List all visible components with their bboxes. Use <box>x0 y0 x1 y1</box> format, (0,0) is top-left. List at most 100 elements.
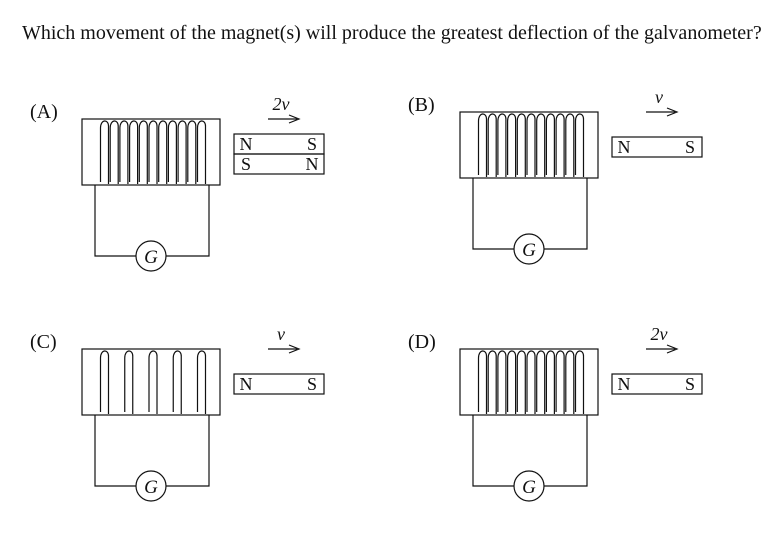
magnet-pole-right: N <box>306 154 319 174</box>
coil-turn <box>148 350 158 414</box>
coil-turn <box>545 350 555 414</box>
velocity-arrow-head <box>288 114 301 124</box>
circuit-wire-left <box>472 415 514 487</box>
coil-turn <box>138 120 148 184</box>
magnet-pole-left: N <box>618 137 631 157</box>
coil-turn <box>526 350 536 414</box>
coil-turn <box>555 350 565 414</box>
coil-turn <box>516 113 526 177</box>
coil-turn <box>526 113 536 177</box>
circuit-wire-left <box>472 178 514 250</box>
coil-turn <box>516 350 526 414</box>
magnet-pole-right: S <box>685 137 695 157</box>
circuit-wire-left <box>94 415 136 487</box>
coil-turn <box>177 120 187 184</box>
circuit-wire-right <box>166 415 210 487</box>
coil-windings <box>99 120 207 184</box>
circuit-wire-right <box>166 185 210 257</box>
option-label: (D) <box>408 331 436 353</box>
galvanometer <box>135 240 167 272</box>
coil-turn <box>536 113 546 177</box>
velocity-arrow <box>646 107 679 117</box>
coil-turn <box>124 350 134 414</box>
velocity-label: 2v <box>651 324 668 344</box>
magnet-pole-left: N <box>240 134 253 154</box>
velocity-arrow-head <box>666 344 679 354</box>
circuit-wire-right <box>544 415 588 487</box>
magnet-pole-right: S <box>307 134 317 154</box>
magnet-pole-left: S <box>241 154 251 174</box>
coil-turn <box>148 120 158 184</box>
magnet-pole-right: S <box>685 374 695 394</box>
coil-core <box>459 111 599 179</box>
circuit-wire-right <box>544 178 588 250</box>
coil-core <box>81 348 221 416</box>
coil-turn <box>167 120 177 184</box>
coil-core <box>81 118 221 186</box>
coil-turn <box>477 113 488 177</box>
coil-turn <box>196 350 207 414</box>
coil-turn <box>497 113 507 177</box>
coil-turn <box>507 350 517 414</box>
coil-turn <box>565 350 575 414</box>
coil-turn <box>545 113 555 177</box>
galvanometer <box>513 470 545 502</box>
velocity-arrow-head <box>666 107 679 117</box>
coil-turn <box>158 120 168 184</box>
circuit-wire-left <box>94 185 136 257</box>
coil-windings <box>477 350 585 414</box>
coil-turn <box>109 120 119 184</box>
coil-turn <box>565 113 575 177</box>
coil-turn <box>574 350 585 414</box>
coil-windings <box>477 113 585 177</box>
magnet-pole-right: S <box>307 374 317 394</box>
coil-turn <box>507 113 517 177</box>
coil-turn <box>555 113 565 177</box>
coil-turn <box>129 120 139 184</box>
coil-turn <box>497 350 507 414</box>
galvanometer-label: G <box>144 477 158 498</box>
coil-turn <box>99 120 110 184</box>
magnet-pole-left: N <box>618 374 631 394</box>
coil-turn <box>536 350 546 414</box>
galvanometer-label: G <box>522 240 536 261</box>
magnet-pole-left: N <box>240 374 253 394</box>
question-text: Which movement of the magnet(s) will pro… <box>22 22 762 44</box>
galvanometer <box>513 233 545 265</box>
magnet-body <box>233 153 325 175</box>
coil-turn <box>487 350 497 414</box>
galvanometer-label: G <box>144 247 158 268</box>
coil-turn <box>477 350 488 414</box>
magnet-body <box>233 373 325 395</box>
galvanometer <box>135 470 167 502</box>
coil-turn <box>99 350 110 414</box>
velocity-label: v <box>277 324 285 344</box>
velocity-label: 2v <box>273 94 290 114</box>
velocity-arrow <box>268 344 301 354</box>
coil-windings <box>99 350 207 414</box>
option-label: (A) <box>30 101 58 123</box>
coil-turn <box>187 120 197 184</box>
coil-turn <box>487 113 497 177</box>
magnet-body <box>611 136 703 158</box>
option-label: (C) <box>30 331 57 353</box>
coil-turn <box>196 120 207 184</box>
coil-turn <box>574 113 585 177</box>
option-label: (B) <box>408 94 435 116</box>
coil-turn <box>119 120 129 184</box>
coil-core <box>459 348 599 416</box>
galvanometer-label: G <box>522 477 536 498</box>
magnet-body <box>611 373 703 395</box>
velocity-arrow-head <box>288 344 301 354</box>
velocity-label: v <box>655 87 663 107</box>
